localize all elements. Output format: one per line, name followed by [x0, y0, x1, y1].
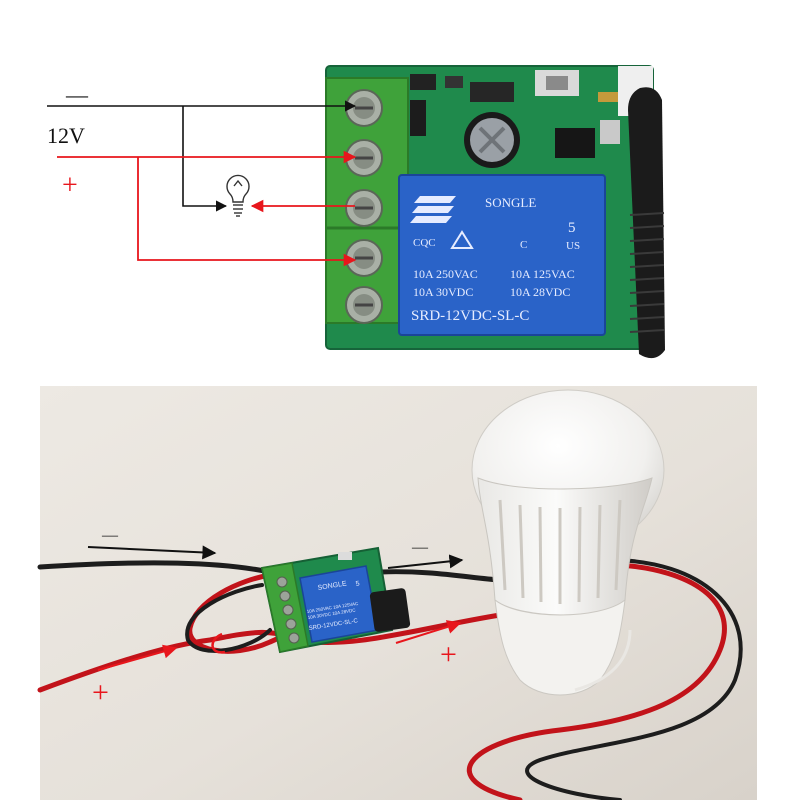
relay-module: SONGLE 5 10A 250VAC 10A 125VAC 10A 30VDC…: [260, 546, 411, 654]
supply-voltage-label: 12V: [47, 123, 85, 148]
negative-wires: [47, 100, 357, 212]
relay-brand: SONGLE: [485, 195, 536, 210]
antenna-coil-icon: [369, 588, 411, 632]
photo-plus-left: +: [92, 676, 109, 709]
curved-arrow-icon: [211, 632, 226, 654]
mini-relay-brand: SONGLE: [317, 580, 347, 592]
relay-cert-us: US: [566, 240, 580, 252]
warning-triangle-icon: [450, 230, 474, 249]
light-bulb-icon: [226, 174, 250, 217]
photo-minus-right: —: [411, 539, 429, 556]
plus-label: +: [62, 170, 78, 201]
relay-rating-row2-left: 10A 30VDC: [413, 285, 473, 299]
photo-minus-left: —: [101, 527, 119, 544]
relay-rating-row1-left: 10A 250VAC: [413, 267, 478, 281]
led-bulb: [471, 389, 665, 696]
relay-cert-c: C: [520, 239, 527, 251]
wiring-diagram: SONGLE CQC C 5 US 10A 250VAC 10A 125VAC …: [47, 65, 665, 359]
capacitor: [464, 112, 520, 168]
relay-model: SRD-12VDC-SL-C: [411, 308, 529, 324]
screw-terminal-icon: [345, 239, 383, 277]
relay-rating-row1-right: 10A 125VAC: [510, 267, 575, 281]
minus-label: —: [65, 82, 89, 107]
mini-relay-cert-number: 5: [355, 580, 360, 588]
relay-rating-row2-right: 10A 28VDC: [510, 285, 570, 299]
antenna-coil-icon: [628, 87, 665, 359]
relay-cert-number: 5: [568, 220, 576, 236]
songle-logo-icon: [410, 196, 456, 223]
screw-terminal-icon: [345, 89, 383, 127]
relay-component: SONGLE CQC C 5 US 10A 250VAC 10A 125VAC …: [398, 174, 606, 336]
photo-plus-right: +: [440, 638, 457, 671]
positive-wires: [57, 150, 357, 267]
relay-cert-left: CQC: [413, 237, 436, 249]
screw-terminal-block: [325, 77, 409, 324]
screw-terminal-icon: [345, 139, 383, 177]
photo-arrows: [87, 545, 464, 671]
screw-terminal-icon: [345, 189, 383, 227]
wiring-photo: SONGLE 5 10A 250VAC 10A 125VAC 10A 30VDC…: [37, 386, 757, 803]
screw-terminal-icon: [345, 286, 383, 324]
